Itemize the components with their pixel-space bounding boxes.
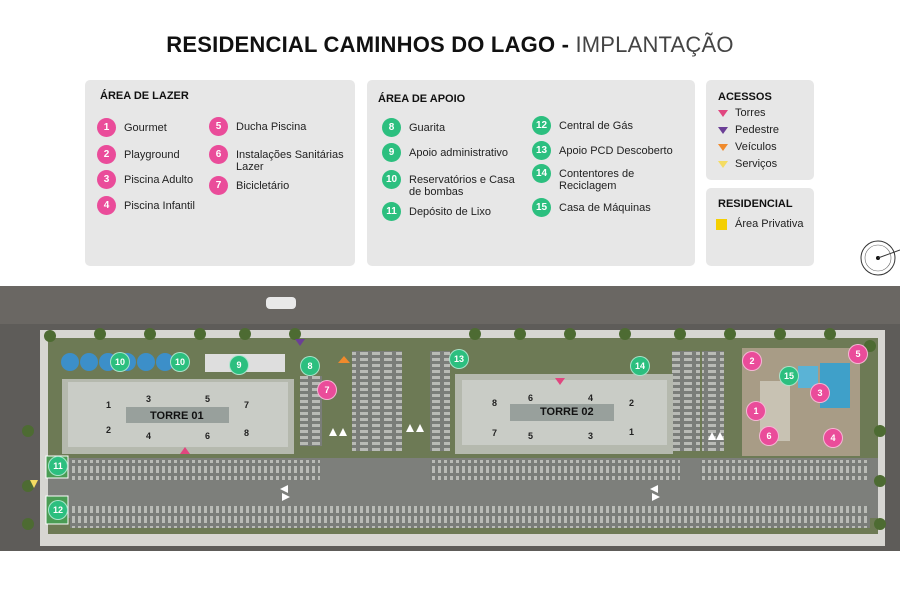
page-title: RESIDENCIAL CAMINHOS DO LAGO - IMPLANTAÇ… xyxy=(166,32,734,57)
legend-acesso-veiculos: Veículos xyxy=(718,141,777,153)
access-torres-icon-2 xyxy=(555,378,565,385)
tower2-unit: 8 xyxy=(492,398,498,408)
map-marker-piscina-adulto: 3 xyxy=(810,383,830,403)
triangle-icon xyxy=(718,109,728,117)
legend-acesso-torres: Torres xyxy=(718,107,766,119)
tower2-unit: 6 xyxy=(528,393,534,403)
tower2-unit: 1 xyxy=(629,427,635,437)
tower2-unit: 5 xyxy=(528,431,534,441)
tower-2-label: TORRE 02 xyxy=(540,406,594,418)
triangle-icon xyxy=(718,160,728,168)
map-marker-bicicletario: 7 xyxy=(317,380,337,400)
tower2-unit: 3 xyxy=(588,431,594,441)
legend-acessos-panel: ACESSOS Torres Pedestre Veículos Serviço… xyxy=(706,80,814,180)
tower1-unit: 3 xyxy=(146,394,152,404)
map-marker-apoio-pcd: 13 xyxy=(449,349,469,369)
legend-lazer-heading: ÁREA DE LAZER xyxy=(100,90,189,102)
tower2-unit: 7 xyxy=(492,428,498,438)
tower1-unit: 1 xyxy=(106,400,112,410)
map-marker-ducha: 5 xyxy=(848,344,868,364)
legend-acesso-servicos: Serviços xyxy=(718,158,777,170)
map-marker-reservatorios-2: 10 xyxy=(170,352,190,372)
map-marker-sanitarias: 6 xyxy=(759,426,779,446)
legend-acessos-heading: ACESSOS xyxy=(718,91,772,103)
access-pedestre-icon xyxy=(295,339,305,346)
tower1-unit: 7 xyxy=(244,400,250,410)
map-marker-deposito-lixo: 11 xyxy=(48,456,68,476)
tower1-unit: 2 xyxy=(106,425,112,435)
map-marker-piscina-infantil: 4 xyxy=(823,428,843,448)
tower1-unit: 4 xyxy=(146,431,152,441)
area-privativa-swatch xyxy=(716,218,727,230)
access-servicos-icon xyxy=(30,480,38,488)
access-veiculos-icon xyxy=(338,356,350,363)
map-marker-reservatorios: 10 xyxy=(110,352,130,372)
access-torres-icon xyxy=(180,447,190,454)
tower1-unit: 5 xyxy=(205,394,211,404)
tower-1-label: TORRE 01 xyxy=(150,410,204,422)
legend-residencial-panel: RESIDENCIAL Área Privativa xyxy=(706,188,814,266)
legend-area-privativa: Área Privativa xyxy=(716,218,803,230)
compass-icon xyxy=(860,240,900,276)
tower1-unit: 8 xyxy=(244,428,250,438)
map-marker-central-gas: 12 xyxy=(48,500,68,520)
triangle-icon xyxy=(718,143,728,151)
tower2-unit: 4 xyxy=(588,393,594,403)
triangle-icon xyxy=(718,126,728,134)
map-marker-contentores: 14 xyxy=(630,356,650,376)
tower2-unit: 2 xyxy=(629,398,635,408)
site-plan-map xyxy=(0,286,900,551)
map-marker-apoio-admin: 9 xyxy=(229,355,249,375)
map-marker-guarita: 8 xyxy=(300,356,320,376)
legend-apoio-heading: ÁREA DE APOIO xyxy=(378,93,466,105)
car-icon xyxy=(266,297,296,309)
map-marker-playground: 2 xyxy=(742,351,762,371)
tower1-unit: 6 xyxy=(205,431,211,441)
map-marker-casa-maquinas: 15 xyxy=(779,366,799,386)
map-marker-gourmet: 1 xyxy=(746,401,766,421)
legend-residencial-heading: RESIDENCIAL xyxy=(718,198,793,210)
legend-acesso-pedestre: Pedestre xyxy=(718,124,779,136)
